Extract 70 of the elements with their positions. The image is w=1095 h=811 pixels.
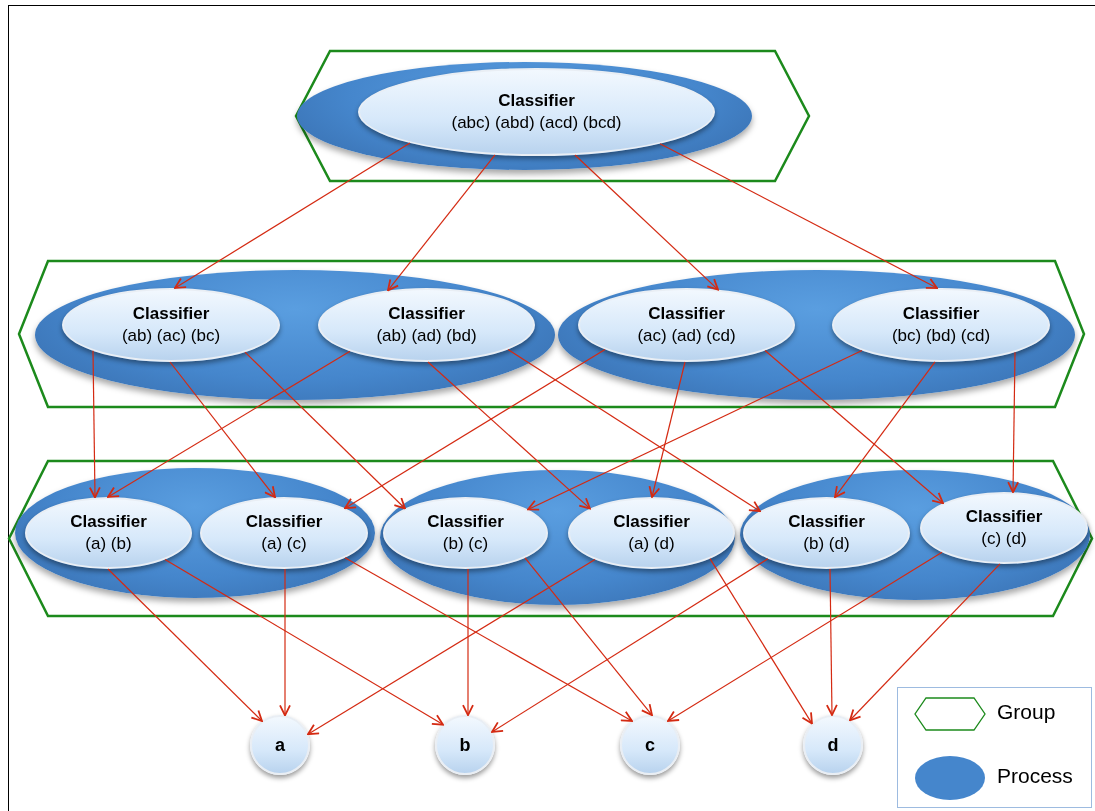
classifier-title: Classifier [70, 511, 147, 533]
output-circle [435, 715, 495, 775]
arrow [507, 348, 761, 513]
output-label: c [645, 734, 655, 756]
group-hexagon [8, 460, 1093, 617]
legend-label: Process [997, 764, 1073, 788]
arrow [574, 154, 719, 291]
classifier-title: Classifier [613, 511, 690, 533]
classifier-label: (c) (d) [981, 528, 1027, 550]
classifier-ellipse [318, 288, 535, 362]
arrow [764, 349, 944, 505]
classifier-title: Classifier [902, 303, 980, 325]
arrow [174, 142, 411, 289]
classifier-ellipse [920, 492, 1088, 564]
arrow [88, 350, 101, 499]
classifier-label: (a) (b) [85, 533, 132, 555]
output-label: d [827, 734, 839, 756]
classifier-label: (a) (c) [261, 533, 307, 555]
arrow [527, 349, 863, 511]
classifier-ellipse [383, 497, 548, 569]
output-label: b [459, 734, 471, 756]
classifier-label: (abc) (abd) (acd) (bcd) [451, 112, 622, 134]
arrow [107, 568, 263, 722]
classifier-label: (a) (d) [628, 533, 675, 555]
classifier-title: Classifier [132, 303, 210, 325]
output-circle [250, 715, 310, 775]
legend-label: Group [997, 700, 1056, 724]
classifier-ellipse [25, 497, 192, 569]
arrow [344, 348, 606, 510]
classifier-title: Classifier [498, 90, 575, 112]
arrow [169, 361, 276, 499]
classifier-title: Classifier [245, 511, 323, 533]
classifier-title: Classifier [965, 506, 1043, 528]
classifier-ellipse [743, 497, 910, 569]
arrow [107, 350, 351, 498]
classifier-label: (b) (c) [442, 533, 489, 555]
classifier-title: Classifier [648, 303, 725, 325]
group-hexagon [295, 50, 810, 182]
classifier-ellipse [578, 288, 795, 362]
classifier-label: (ab) (ac) (bc) [121, 325, 221, 347]
arrow [849, 563, 1001, 722]
arrow [709, 558, 813, 725]
classifier-ellipse [200, 497, 368, 569]
classifier-title: Classifier [427, 511, 504, 533]
classifier-title: Classifier [388, 303, 465, 325]
classifier-ellipse [568, 497, 735, 569]
arrow [244, 351, 406, 510]
arrow [164, 558, 444, 726]
arrow [387, 154, 496, 292]
arrow [427, 361, 591, 510]
output-circle [620, 715, 680, 775]
arrow [462, 568, 474, 717]
arrow [1007, 351, 1020, 494]
classifier-label: (bc) (bd) (cd) [891, 325, 991, 347]
arrow [524, 557, 653, 716]
output-circle [803, 715, 863, 775]
classifier-label: (ac) (ad) (cd) [637, 325, 736, 347]
arrow [344, 557, 633, 722]
arrow [659, 143, 938, 289]
classifier-title: Classifier [788, 511, 865, 533]
arrow [648, 361, 686, 498]
arrow [825, 568, 838, 716]
arrow [834, 361, 936, 499]
arrow [491, 558, 769, 733]
arrow [307, 558, 596, 736]
output-label: a [275, 734, 285, 756]
arrow [279, 568, 291, 717]
classifier-label: (ab) (ad) (bd) [376, 325, 477, 347]
arrow [667, 551, 943, 722]
classifier-label: (b) (d) [803, 533, 850, 555]
